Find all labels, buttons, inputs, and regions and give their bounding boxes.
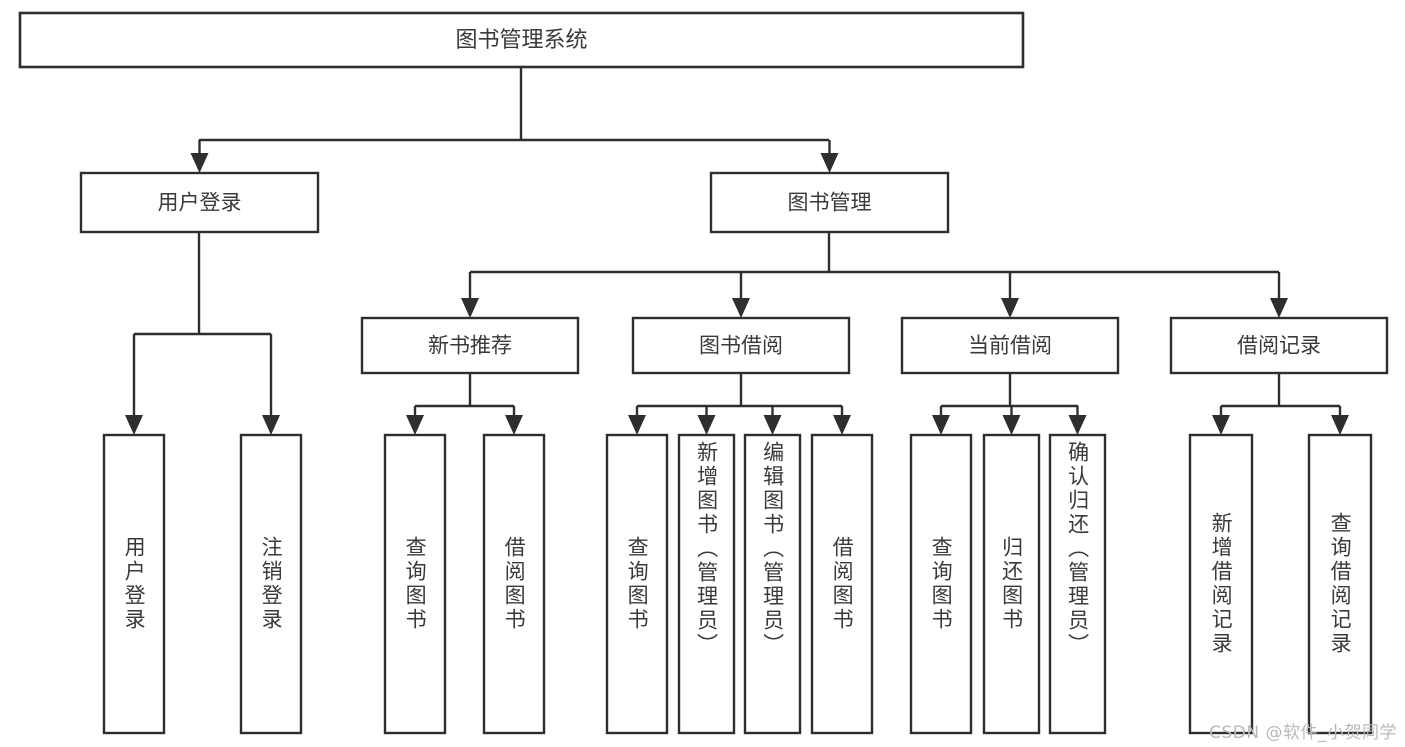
leaf-node-box[interactable] [605,433,669,735]
level2-node-box[interactable] [900,316,1120,375]
arrow-head-icon [461,298,479,318]
arrow-head-icon [628,415,646,435]
arrow-head-icon [1331,415,1349,435]
leaf-node-box[interactable] [102,433,166,735]
leaf-node-box[interactable] [239,433,303,735]
arrow-head-icon [190,153,209,173]
arrow-head-icon [1002,415,1021,435]
level2-node-box[interactable] [1169,316,1389,375]
level1-node-label: 图书管理 [788,191,872,215]
leaf-node-box[interactable] [383,433,447,735]
boxes-layer [18,11,1389,735]
arrow-head-icon [820,153,839,173]
level1-node-box[interactable] [79,171,320,234]
level1-node-box[interactable] [709,171,950,234]
level2-node-label: 借阅记录 [1237,334,1321,358]
leaf-node-box[interactable] [1307,433,1373,735]
arrow-head-icon [1001,298,1019,318]
leaf-node-box[interactable] [482,433,546,735]
arrow-head-icon [833,415,851,435]
leaf-node-box[interactable] [810,433,874,735]
leaf-node-box[interactable] [982,433,1041,735]
arrow-head-icon [125,415,143,435]
arrow-head-icon [1212,415,1230,435]
arrow-head-icon [1068,415,1087,435]
root-node-label: 图书管理系统 [455,28,587,53]
level1-node-label: 用户登录 [158,191,242,215]
leaf-node-box[interactable] [743,433,802,735]
level2-node-box[interactable] [360,316,580,375]
level2-node-box[interactable] [631,316,851,375]
arrow-head-icon [763,415,782,435]
leaf-node-box[interactable] [1048,433,1107,735]
arrow-head-icon [505,415,523,435]
arrow-head-icon [932,415,950,435]
leaf-node-box[interactable] [677,433,736,735]
level2-node-label: 新书推荐 [428,334,512,358]
level2-node-label: 当前借阅 [968,334,1052,358]
level2-node-label: 图书借阅 [699,334,783,358]
connectors-layer [125,67,1349,435]
arrow-head-icon [262,415,280,435]
watermark-credit: CSDN @软件_小贺同学 [1209,723,1397,743]
leaf-node-box[interactable] [909,433,973,735]
leaf-node-box[interactable] [1188,433,1254,735]
arrow-head-icon [406,415,424,435]
arrow-head-icon [697,415,716,435]
arrow-head-icon [732,298,750,318]
root-node-box[interactable] [18,11,1025,69]
arrow-head-icon [1270,298,1288,318]
